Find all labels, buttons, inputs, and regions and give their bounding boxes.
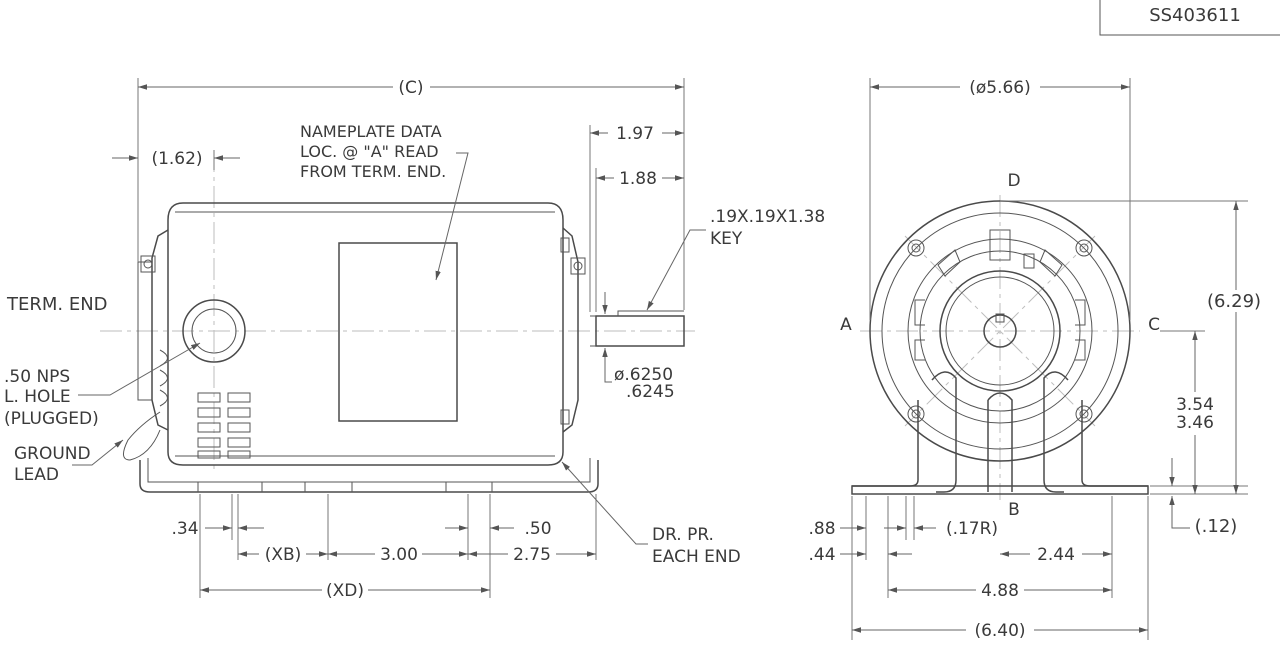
side-view: (C) (1.62) 1.97 1.88 NAMEPLATE DATA LOC.… — [4, 78, 825, 601]
drawing-number: SS403611 — [1149, 5, 1241, 26]
nameplate-note-line3: FROM TERM. END. — [300, 162, 446, 181]
end-base-plate — [851, 485, 1149, 495]
dim-base-thickness: (.12) — [1195, 516, 1238, 537]
conduit-note-line1: .50 NPS — [4, 367, 70, 387]
vent-slots — [197, 392, 251, 459]
dim-frame-diameter: (ø5.66) — [969, 78, 1031, 98]
drive-pr-note: DR. PR. EACH END — [561, 461, 741, 567]
dim-044: .44 — [808, 545, 835, 565]
dim-overall-length: (C) — [398, 78, 423, 98]
term-end-bracket — [151, 229, 169, 431]
ground-lead — [123, 411, 161, 461]
dim-shaft-height-2: 3.46 — [1176, 413, 1214, 433]
end-bell-ribs — [914, 249, 1086, 361]
dim-300: 3.00 — [380, 545, 418, 565]
end-foot-support — [931, 371, 957, 493]
nameplate-note-line1: NAMEPLATE DATA — [300, 122, 442, 141]
shaft-dia-line1: ø.6250 — [614, 365, 673, 385]
motor-base — [139, 460, 599, 493]
shaft-diameter-note: ø.6250 .6245 — [602, 292, 675, 402]
end-hub — [939, 270, 1061, 392]
dim-640: (6.40) — [974, 621, 1025, 641]
dim-slot-radius: (.17R) — [946, 519, 998, 539]
bolt-holes — [907, 239, 1093, 423]
nameplate-note: NAMEPLATE DATA LOC. @ "A" READ FROM TERM… — [300, 122, 469, 281]
dim-shaft-height-1: 3.54 — [1176, 395, 1214, 415]
shaft-dia-line2: .6245 — [626, 382, 675, 402]
dim-088: .88 — [808, 519, 835, 539]
dim-overall-height: (6.29) — [1207, 291, 1261, 312]
conduit-note-line2: L. HOLE — [4, 387, 71, 407]
drpr-note-line2: EACH END — [652, 547, 741, 567]
dim-050: .50 — [524, 519, 551, 539]
label-a: A — [840, 315, 852, 335]
key-note-line1: .19X.19X1.38 — [710, 207, 825, 227]
motor-shell — [167, 202, 564, 466]
key-note: .19X.19X1.38 KEY — [646, 207, 825, 311]
ground-note: GROUND LEAD — [14, 439, 124, 485]
dim-275: 2.75 — [513, 545, 551, 565]
dim-xb: (XB) — [265, 545, 302, 565]
conduit-note-line3: (PLUGGED) — [4, 409, 99, 429]
dim-488: 4.88 — [981, 581, 1019, 601]
dim-shaft-length-1: 1.97 — [616, 124, 654, 144]
conduit-note: .50 NPS L. HOLE (PLUGGED) — [4, 342, 201, 429]
nameplate-note-line2: LOC. @ "A" READ — [300, 142, 439, 161]
motor-shaft — [595, 315, 685, 347]
nameplate — [338, 242, 458, 422]
drive-end-bracket — [562, 227, 579, 433]
dim-034: .34 — [171, 519, 198, 539]
label-c: C — [1148, 315, 1160, 335]
end-view: A B C D (ø5.66) (6.29) 3.54 3.46 — [808, 78, 1261, 641]
ground-note-line2: LEAD — [14, 465, 59, 485]
dim-xd: (XD) — [326, 581, 364, 601]
term-end-label: TERM. END — [6, 294, 108, 315]
end-shaft — [983, 314, 1017, 348]
label-d: D — [1007, 171, 1020, 191]
key-note-line2: KEY — [710, 229, 743, 249]
dim-shaft-length-2: 1.88 — [619, 169, 657, 189]
title-block: SS403611 — [1099, 0, 1280, 36]
conduit-hole — [182, 299, 246, 363]
dim-244: 2.44 — [1037, 545, 1075, 565]
dim-base-to-term: (1.62) — [151, 149, 202, 169]
label-b: B — [1008, 500, 1020, 520]
drpr-note-line1: DR. PR. — [652, 525, 714, 545]
ground-note-line1: GROUND — [14, 444, 91, 464]
